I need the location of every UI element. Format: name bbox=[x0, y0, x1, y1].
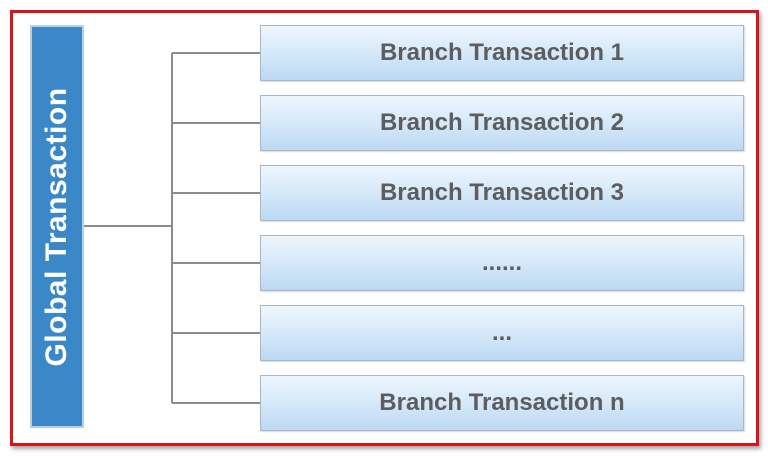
branch-label: Branch Transaction 2 bbox=[379, 109, 625, 136]
ellipsis-box: ...... bbox=[260, 235, 744, 291]
branch-transaction-box: Branch Transaction 1 bbox=[260, 25, 744, 81]
global-transaction-box: Global Transaction bbox=[30, 25, 84, 428]
branch-transaction-box: Branch Transaction n bbox=[260, 375, 744, 431]
global-transaction-label: Global Transaction bbox=[40, 86, 73, 367]
branch-transaction-box: Branch Transaction 3 bbox=[260, 165, 744, 221]
ellipsis-box: ... bbox=[260, 305, 744, 361]
branch-label: Branch Transaction 3 bbox=[379, 179, 625, 206]
branch-label: ... bbox=[491, 319, 512, 346]
diagram-frame bbox=[10, 10, 759, 446]
branch-transaction-box: Branch Transaction 2 bbox=[260, 95, 744, 151]
branch-label: ...... bbox=[481, 249, 522, 276]
branch-label: Branch Transaction n bbox=[379, 389, 625, 416]
branch-label: Branch Transaction 1 bbox=[379, 39, 625, 66]
